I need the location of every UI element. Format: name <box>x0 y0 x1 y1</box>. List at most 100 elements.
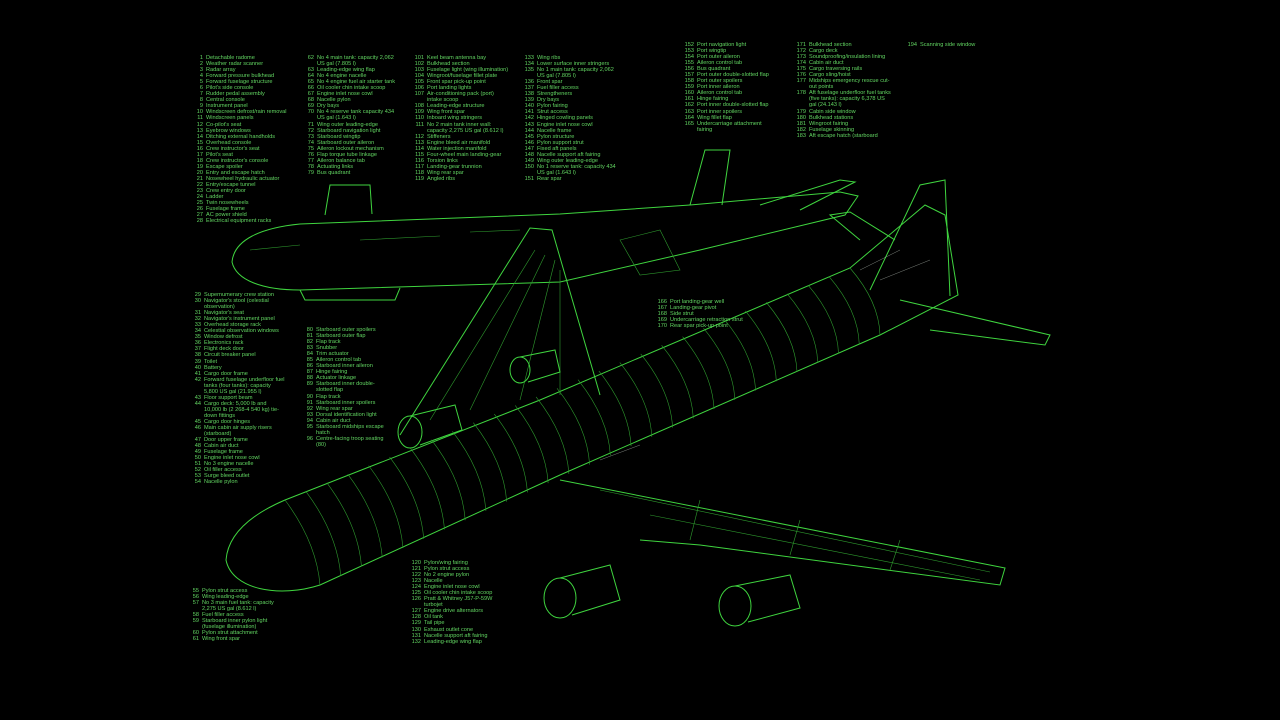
legend-item-number: 166 <box>657 299 667 305</box>
legend-item-label: Nosewheel hydraulic actuator <box>206 175 280 182</box>
legend-item-number: 81 <box>306 333 313 340</box>
legend-item-number: 101 <box>414 55 424 61</box>
legend-item-number: 24 <box>196 194 203 201</box>
legend-item-number: 79 <box>307 169 314 176</box>
legend-item-label: Engine drive alternators <box>424 608 484 615</box>
legend-item-number: 147 <box>524 145 534 152</box>
legend-item-number: 139 <box>524 97 534 104</box>
legend-item-label: Undercarriage attachment fairing <box>697 120 762 133</box>
legend-item-number: 158 <box>684 78 694 85</box>
legend-item-number: 32 <box>194 316 201 323</box>
legend-item-number: 160 <box>684 90 694 97</box>
fuselage-frame-line <box>766 302 798 373</box>
legend-item-label: Navigator's seat <box>204 310 244 317</box>
legend-item-number: 125 <box>411 590 421 597</box>
legend-item-label: Dry bays <box>317 103 340 110</box>
fuselage-frame-line <box>326 482 362 567</box>
legend-item-number: 149 <box>524 157 534 164</box>
legend-item-label: Fuselage light (wing illumination) <box>427 67 509 74</box>
legend-item-number: 111 <box>415 121 424 128</box>
legend-item-label: Navigator's instrument panel <box>204 316 275 323</box>
legend-item-number: 55 <box>192 588 199 594</box>
legend-item-label: Wing leading-edge <box>202 594 249 601</box>
legend-item-label: Flap track <box>316 393 341 400</box>
legend-item-number: 59 <box>192 618 199 625</box>
legend-item-label: Leading-edge wing flap <box>424 638 482 645</box>
legend-item-number: 53 <box>194 473 201 480</box>
legend-item-label: Starboard midships escape hatch <box>316 423 384 436</box>
legend-item-label: Battery <box>204 364 222 371</box>
legend-item-label: Water injection manifold <box>427 145 487 152</box>
legend-item-number: 182 <box>796 126 806 133</box>
legend-item-label: Entry/escape tunnel <box>206 181 256 188</box>
legend-item-label: Port landing-gear well <box>670 299 725 305</box>
legend-item-number: 3 <box>199 67 203 74</box>
legend-item-label: Fuselage skinning <box>809 126 855 133</box>
legend-item-number: 75 <box>307 145 314 152</box>
legend-item-number: 174 <box>796 60 806 67</box>
legend-item-label: Engine inlet nose cowl <box>537 121 593 128</box>
legend-item-label: No 1 reserve tank: capacity 434 US gal (… <box>537 163 616 176</box>
legend-item-label: Oil tank <box>424 614 443 621</box>
legend-item-number: 181 <box>796 120 806 127</box>
legend-item-label: Starboard inner aileron <box>316 363 373 370</box>
legend-item-label: Door upper frame <box>204 437 248 444</box>
legend-item-number: 165 <box>684 120 694 127</box>
legend-item-number: 131 <box>411 632 421 639</box>
legend-item-number: 132 <box>411 638 421 645</box>
legend-item-label: Instrument panel <box>206 103 248 110</box>
legend-item-number: 17 <box>196 151 203 158</box>
legend-item-number: 89 <box>306 381 313 388</box>
legend-item-label: Twin nosewheels <box>206 200 249 207</box>
legend-item-label: Bulkhead section <box>427 61 470 68</box>
legend-item-number: 96 <box>306 435 313 442</box>
legend-item-number: 7 <box>199 91 203 98</box>
legend-item-label: Wing fillet flap <box>697 114 732 121</box>
legend-item-label: Crew instructor's console <box>206 157 269 164</box>
legend-item-number: 9 <box>199 103 203 110</box>
fuselage-frame-line <box>828 276 860 345</box>
fuselage-frame-line <box>556 388 590 465</box>
legend-item-label: Surge bleed outlet <box>204 473 250 480</box>
legend-item-number: 11 <box>197 115 203 122</box>
legend-item-number: 124 <box>411 584 421 591</box>
legend-item-label: Ditching external handholds <box>206 133 276 140</box>
legend-item-label: Engine inlet nose cowl <box>424 584 480 591</box>
legend-item-label: Cargo door hinges <box>204 418 251 425</box>
legend-item-number: 8 <box>199 97 203 104</box>
